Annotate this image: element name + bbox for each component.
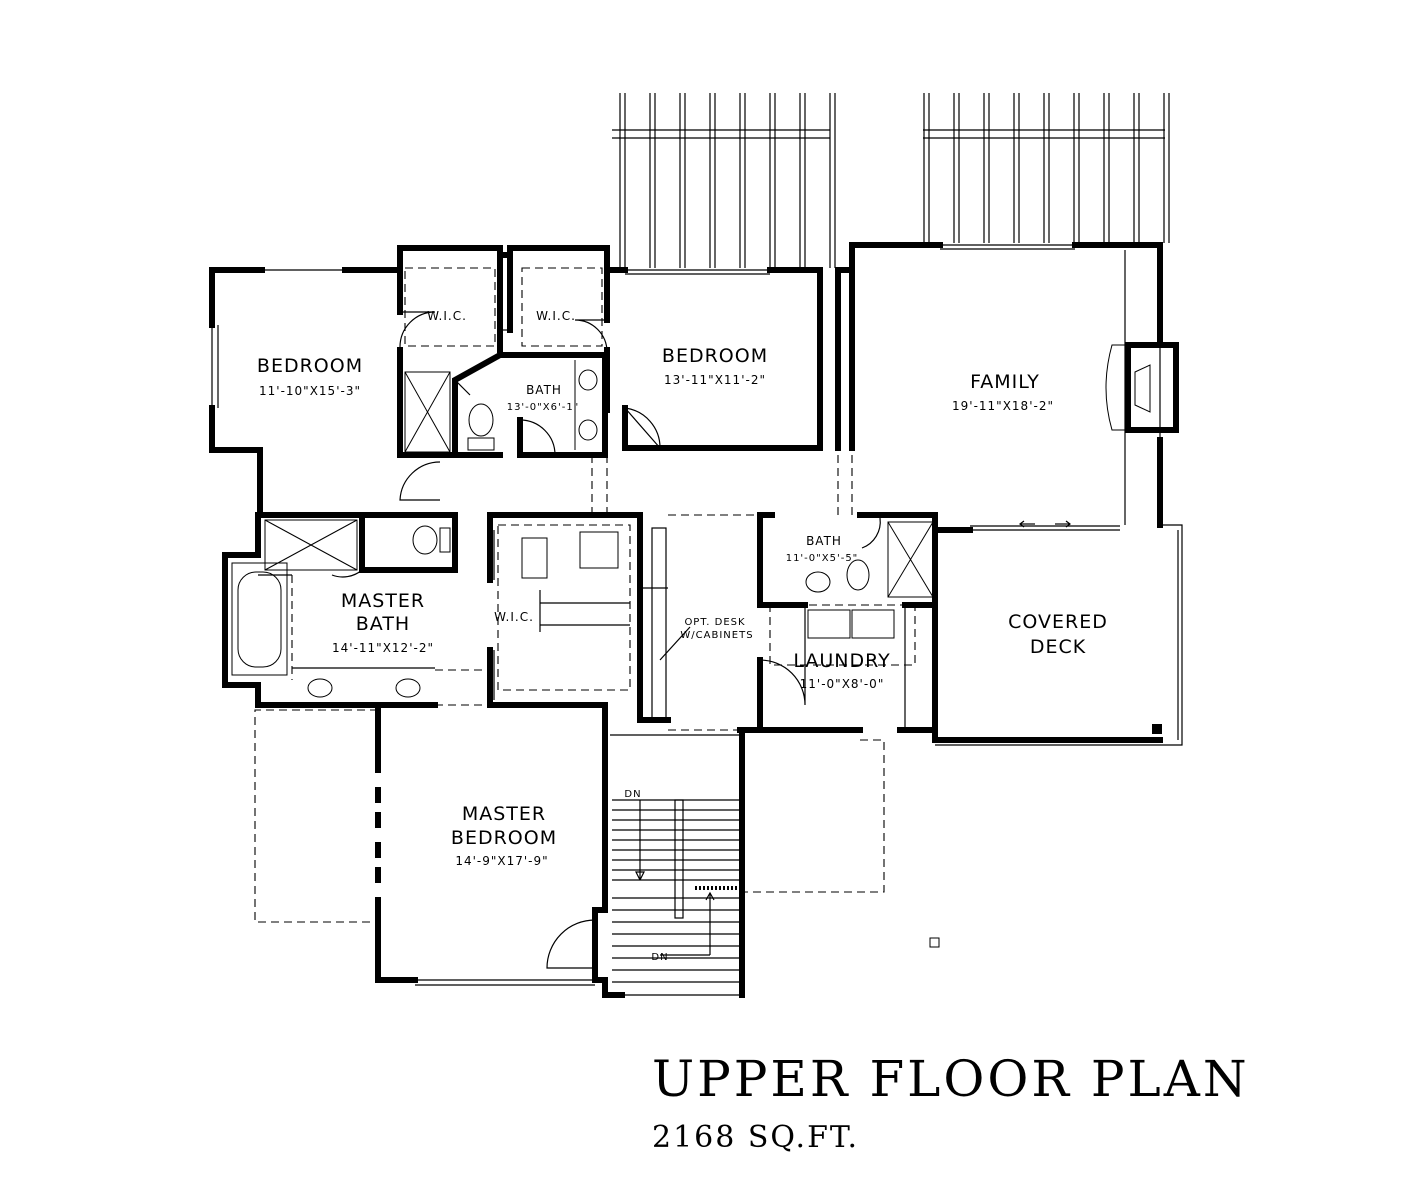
bath-right-name: BATH <box>806 534 842 548</box>
family-dims: 19'-11"X18'-2" <box>952 399 1054 413</box>
covered-deck-name-2: DECK <box>1030 636 1086 658</box>
family-name: FAMILY <box>970 371 1040 393</box>
bedroom-left-dims: 11'-10"X15'-3" <box>259 384 361 398</box>
room-labels: BEDROOM 11'-10"X15'-3" BEDROOM 13'-11"X1… <box>257 309 1108 963</box>
bath-upper-dims: 13'-0"X6'-1" <box>507 402 580 413</box>
stairs <box>612 799 742 983</box>
master-bedroom-name-1: MASTER <box>462 803 546 825</box>
covered-deck-name-1: COVERED <box>1008 611 1108 633</box>
plan-title: UPPER FLOOR PLAN <box>652 1050 1250 1108</box>
stairs-dn-lower: DN <box>651 952 668 963</box>
master-bath-name-2: BATH <box>356 613 410 635</box>
wic-left-name: W.I.C. <box>427 309 467 323</box>
master-bath-name-1: MASTER <box>341 590 425 612</box>
doors <box>331 311 881 969</box>
sliding-door-arrows-icon <box>1019 520 1071 528</box>
bedroom-mid-name: BEDROOM <box>662 345 768 367</box>
stairs-dn-upper: DN <box>624 789 641 800</box>
thin-lines <box>211 244 1183 996</box>
wic-right-name: W.I.C. <box>536 309 576 323</box>
desk-label-1: OPT. DESK <box>684 617 745 628</box>
fixtures <box>231 344 1162 948</box>
wic-master-name: W.I.C. <box>494 610 534 624</box>
bath-right-dims: 11'-0"X5'-5" <box>786 553 859 564</box>
pergola <box>612 93 1170 268</box>
walls <box>209 242 1179 998</box>
bedroom-mid-dims: 13'-11"X11'-2" <box>664 373 766 387</box>
master-bedroom-dims: 14'-9"X17'-9" <box>455 854 548 868</box>
laundry-dims: 11'-0"X8'-0" <box>800 677 885 691</box>
laundry-name: LAUNDRY <box>793 650 890 672</box>
bath-upper-name: BATH <box>526 383 562 397</box>
master-bedroom-name-2: BEDROOM <box>451 827 557 849</box>
desk-label-2: W/CABINETS <box>680 630 753 641</box>
bedroom-left-name: BEDROOM <box>257 355 363 377</box>
plan-area: 2168 SQ.FT. <box>652 1120 860 1155</box>
master-bath-dims: 14'-11"X12'-2" <box>332 641 434 655</box>
